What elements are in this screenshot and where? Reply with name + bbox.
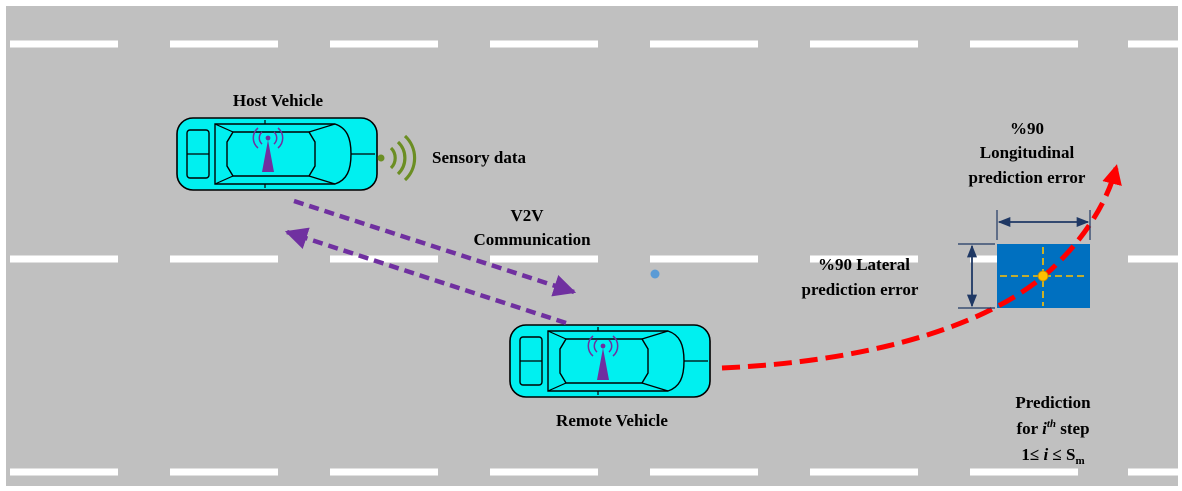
road: [6, 6, 1178, 486]
v2v-label: V2V: [510, 206, 544, 225]
sensory-data-label: Sensory data: [432, 148, 526, 167]
dot-marker: [650, 269, 660, 279]
prediction-range-label: 1≤ i ≤ Sm: [1021, 445, 1084, 467]
lateral-error-label: prediction error: [802, 280, 919, 299]
predicted-point: [1037, 270, 1049, 282]
v2v-arrow-to-host: [284, 227, 567, 326]
prediction-label: Prediction: [1015, 393, 1091, 412]
longitudinal-label: Longitudinal: [980, 143, 1075, 162]
signal-waves-icon: [377, 134, 417, 182]
remote-vehicle: [509, 324, 711, 398]
lateral-label: %90 Lateral: [818, 255, 910, 274]
predicted-trajectory: [721, 164, 1122, 371]
longitudinal-percent-label: %90: [1010, 119, 1044, 138]
communication-label: Communication: [473, 230, 591, 249]
longitudinal-dimension: [996, 210, 1091, 240]
host-vehicle: [176, 117, 378, 191]
host-vehicle-label: Host Vehicle: [233, 91, 324, 110]
prediction-step-label: for ith step: [1016, 418, 1089, 438]
longitudinal-error-label: prediction error: [969, 168, 1086, 187]
v2v-arrow-to-remote: [293, 198, 577, 297]
remote-vehicle-label: Remote Vehicle: [556, 411, 668, 430]
lateral-dimension: [958, 243, 995, 309]
